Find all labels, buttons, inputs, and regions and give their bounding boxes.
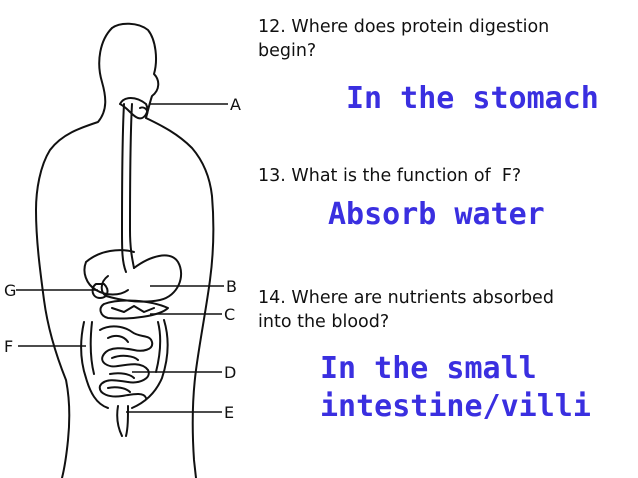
rectum xyxy=(116,405,129,437)
question-text-line2: begin? xyxy=(258,41,317,61)
head-outline xyxy=(111,22,160,119)
question-number: 13. xyxy=(258,166,286,186)
answer-12: In the stomach xyxy=(346,80,599,118)
body-outline-right xyxy=(145,117,215,478)
label-b: B xyxy=(226,277,237,296)
answer-13: Absorb water xyxy=(328,196,545,234)
label-a: A xyxy=(230,95,241,114)
label-g: G xyxy=(4,281,16,300)
question-13: 13. What is the function of F? xyxy=(258,164,628,188)
question-text-line2: into the blood? xyxy=(258,312,390,332)
question-text-line1: Where does protein digestion xyxy=(291,17,550,37)
question-12: 12. Where does protein digestion begin? xyxy=(258,15,628,63)
label-d: D xyxy=(224,363,236,382)
answer-line2: intestine/villi xyxy=(320,389,591,424)
label-e: E xyxy=(224,403,234,422)
esophagus xyxy=(121,103,127,273)
question-text-line1: What is the function of F? xyxy=(291,166,522,186)
stomach xyxy=(100,254,183,303)
small-intestine xyxy=(98,325,154,399)
label-c: C xyxy=(224,305,235,324)
question-number: 12. xyxy=(258,17,286,37)
digestive-system-diagram: A B C D E F G xyxy=(4,22,241,478)
answer-line1: In the small xyxy=(320,351,537,386)
question-text-line1: Where are nutrients absorbed xyxy=(291,288,554,308)
body-outline-left xyxy=(35,27,113,478)
question-number: 14. xyxy=(258,288,286,308)
gall-bladder xyxy=(91,283,109,299)
pancreas xyxy=(99,299,169,320)
question-14: 14. Where are nutrients absorbed into th… xyxy=(258,286,628,334)
label-f: F xyxy=(4,337,13,356)
answer-line1: Absorb water xyxy=(328,197,545,232)
answer-line1: In the stomach xyxy=(346,81,599,116)
large-intestine xyxy=(80,319,169,409)
answer-14: In the small intestine/villi xyxy=(320,350,591,426)
